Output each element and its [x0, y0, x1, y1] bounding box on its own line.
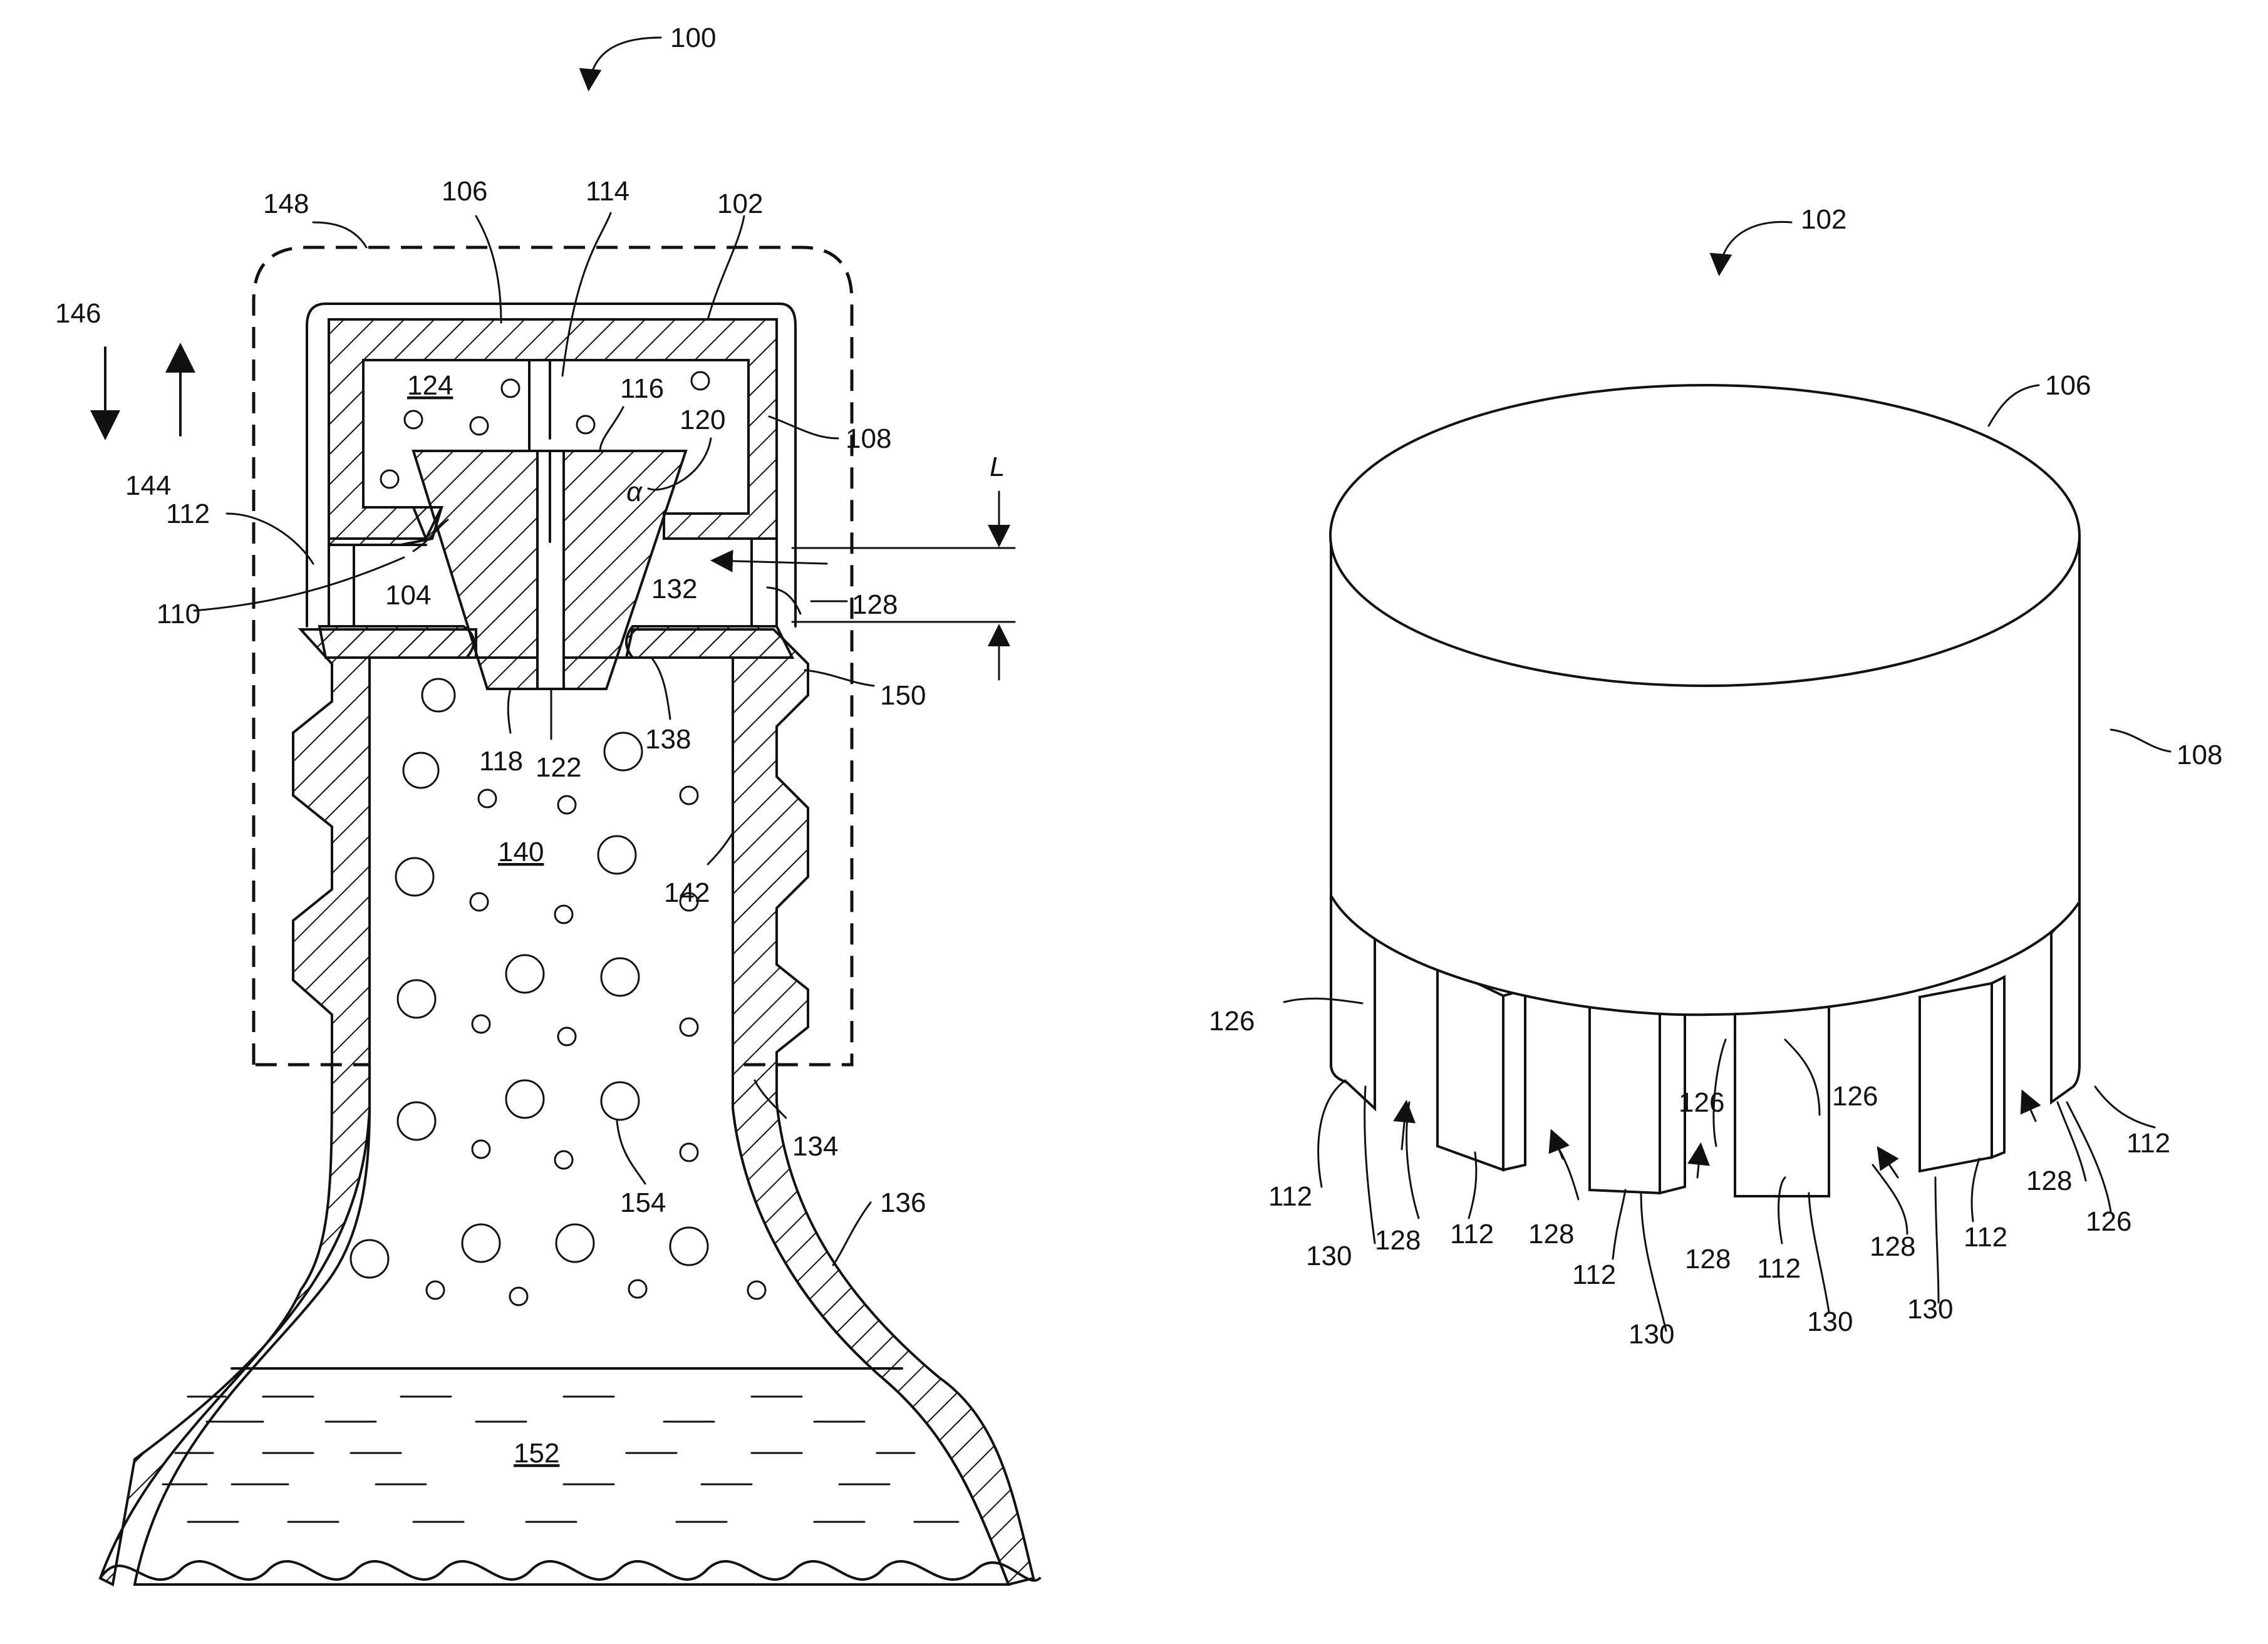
label-110: 110: [157, 599, 200, 629]
ref-100-leader: [589, 38, 661, 88]
label-126b: 126: [1679, 1087, 1724, 1118]
label-146: 146: [55, 298, 101, 329]
label-112f: 112: [2126, 1128, 2170, 1159]
label-120: 120: [680, 405, 725, 435]
label-102-right: 102: [1801, 204, 1846, 235]
label-134: 134: [792, 1131, 838, 1162]
label-104: 104: [385, 580, 431, 611]
label-132: 132: [651, 574, 697, 604]
label-126d: 126: [2086, 1206, 2131, 1237]
label-150: 150: [880, 680, 926, 711]
cylinder-top-106: [1330, 385, 2079, 686]
label-124: 124: [407, 370, 453, 401]
label-118: 118: [479, 746, 523, 777]
label-100: 100: [670, 23, 716, 53]
label-142: 142: [664, 877, 710, 908]
label-130b: 130: [1629, 1319, 1674, 1350]
label-128c: 128: [1685, 1244, 1731, 1274]
label-148: 148: [263, 189, 309, 219]
label-126c: 126: [1832, 1081, 1878, 1112]
label-112: 112: [166, 499, 210, 529]
label-154: 154: [620, 1187, 666, 1218]
label-144: 144: [125, 470, 171, 501]
label-116: 116: [620, 373, 664, 404]
ref-102-leader: [1719, 222, 1791, 272]
label-108-right: 108: [2177, 740, 2222, 770]
arrow-128-left: [714, 561, 827, 564]
figure-102: 102: [1209, 204, 2222, 1350]
label-152: 152: [514, 1438, 559, 1469]
label-128b: 128: [1528, 1219, 1574, 1249]
label-112d: 112: [1757, 1253, 1801, 1284]
label-138: 138: [645, 724, 691, 755]
label-136: 136: [880, 1187, 926, 1218]
figure-100: 100 148 106 114 102 146 144 124 116 120 …: [55, 23, 1040, 1585]
label-122: 122: [536, 752, 581, 783]
label-128d: 128: [1870, 1231, 1915, 1262]
label-140: 140: [498, 837, 544, 867]
neck-rim-138-right: [626, 626, 792, 658]
label-112b: 112: [1450, 1219, 1494, 1249]
label-112e: 112: [1964, 1222, 2007, 1253]
label-130c: 130: [1807, 1306, 1853, 1337]
label-114: 114: [586, 176, 629, 207]
label-108: 108: [846, 423, 891, 454]
label-128e: 128: [2026, 1166, 2072, 1196]
label-130d: 130: [1907, 1294, 1953, 1325]
label-106: 106: [442, 176, 487, 207]
label-alpha: α: [626, 477, 643, 507]
label-106-right: 106: [2045, 370, 2091, 401]
label-128a: 128: [1375, 1225, 1421, 1256]
label-L: L: [990, 452, 1005, 482]
label-130a: 130: [1306, 1241, 1352, 1271]
neck-rim-138: [319, 626, 474, 658]
label-112c: 112: [1572, 1259, 1616, 1290]
label-102: 102: [717, 189, 763, 219]
label-112a: 112: [1268, 1181, 1312, 1212]
label-128: 128: [852, 589, 898, 620]
label-126a: 126: [1209, 1006, 1255, 1037]
